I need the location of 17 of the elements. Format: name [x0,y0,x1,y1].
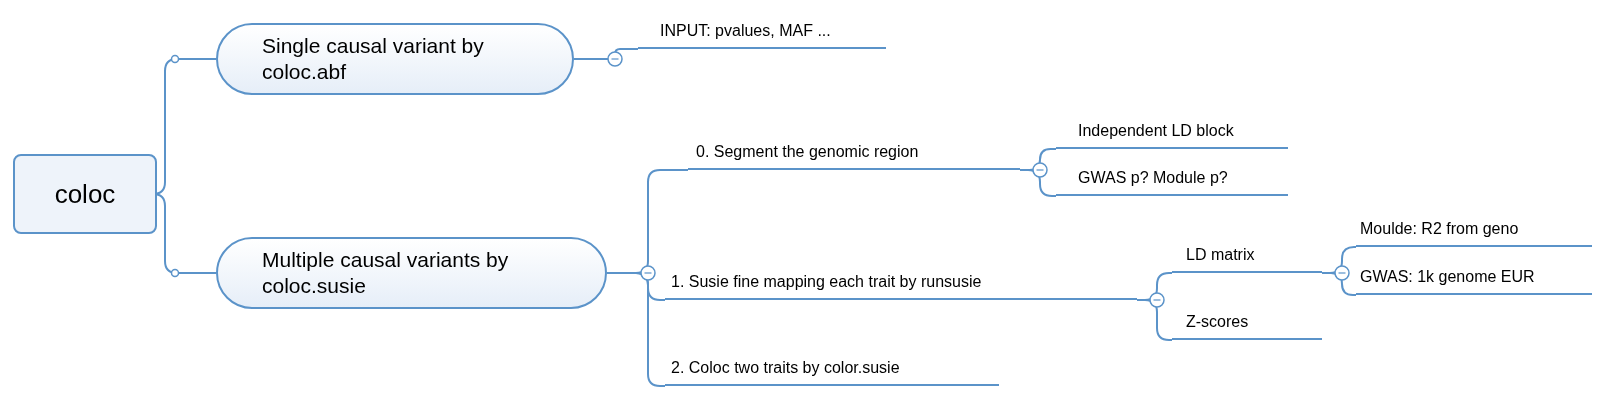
subtopic-label: INPUT: pvalues, MAF ... [638,21,886,49]
connector [1321,272,1357,296]
subtopic-label: LD matrix [1172,245,1322,273]
subtopic-label: Z-scores [1172,312,1322,340]
topic-pill: Multiple causal variants by coloc.susie [216,237,607,309]
subtopic-label: 0. Segment the genomic region [688,142,1020,170]
root-topic-box: coloc [13,154,157,234]
subtopic-label: 1. Susie fine mapping each trait by runsusie [665,272,1137,300]
subtopic-label: Moulde: R2 from geno [1356,219,1592,247]
connector [573,48,639,60]
subtopic-label: GWAS: 1k genome EUR [1356,267,1592,295]
connector [1019,169,1057,197]
connector [606,272,666,387]
subtopic-label: Independent LD block [1056,121,1288,149]
subtopic-label: 2. Coloc two traits by color.susie [665,358,999,386]
topic-pill: Single causal variant by coloc.abf [216,23,574,95]
subtopic-label: GWAS p? Module p? [1056,168,1288,196]
